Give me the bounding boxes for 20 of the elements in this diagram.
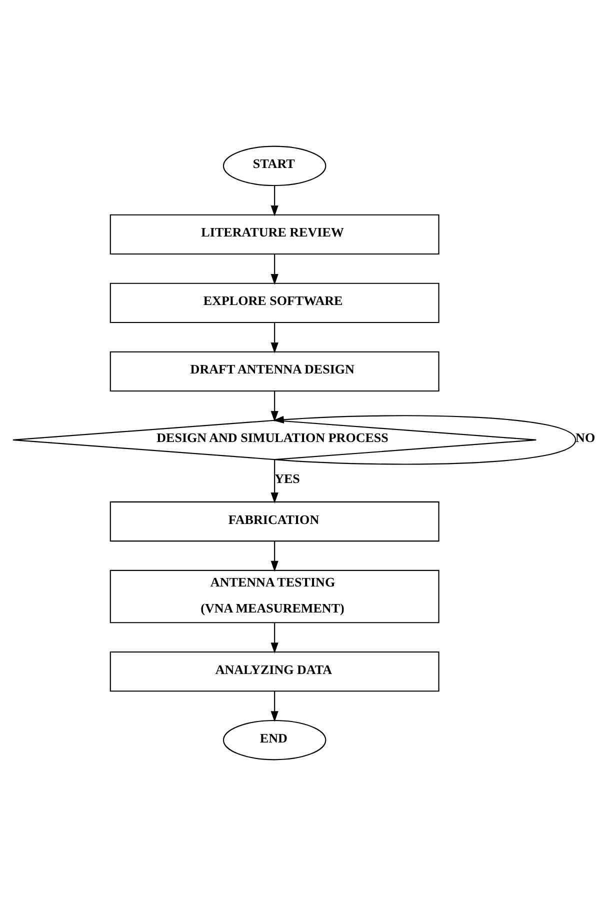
- arrow: [270, 391, 278, 422]
- node-box: DRAFT ANTENNA DESIGN: [110, 351, 440, 392]
- node-box: EXPLORE SOFTWARE: [110, 282, 440, 324]
- arrow: [270, 460, 278, 504]
- arrow: [270, 322, 278, 354]
- node-box: ANTENNA TESTING (VNA MEASUREMENT): [110, 570, 440, 624]
- arrow: [270, 254, 278, 285]
- edge-label: NO: [576, 430, 596, 446]
- node-box: FABRICATION: [110, 501, 440, 542]
- arrow: [270, 186, 278, 216]
- node-ellipse: START: [222, 146, 326, 186]
- node-ellipse: END: [222, 720, 326, 760]
- node-diamond: DESIGN AND SIMULATION PROCESS: [12, 420, 537, 460]
- node-box: ANALYZING DATA: [110, 651, 440, 692]
- arrow: [270, 622, 278, 654]
- node-box: LITERATURE REVIEW: [110, 214, 440, 255]
- arrow: [272, 415, 576, 465]
- arrow: [270, 692, 278, 722]
- edge-label: YES: [274, 471, 300, 486]
- arrow: [270, 541, 278, 572]
